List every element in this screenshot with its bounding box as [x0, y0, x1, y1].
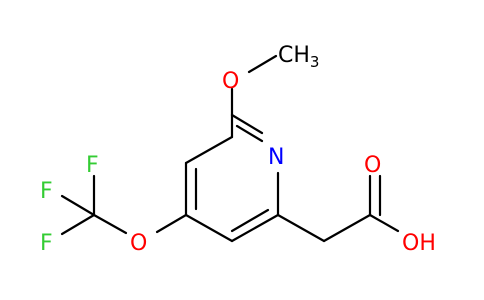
atom-methoxy-oxygen: O: [222, 69, 239, 94]
atom-labels: CH3 O N O OH O F F F: [40, 43, 436, 256]
atom-fluorine-left: F: [40, 179, 53, 204]
bond-cf3-f-left: [60, 194, 96, 217]
bond-c3-c4: [184, 213, 234, 243]
atom-hydroxyl: OH: [402, 231, 436, 256]
bond-c2-c3-inner: [230, 208, 270, 233]
atom-methyl: CH3: [278, 43, 319, 71]
bond-c2-ch2: [276, 213, 326, 243]
bond-c6-nitrogen: [230, 113, 264, 135]
bonds: [60, 54, 400, 243]
atom-fluorine-bottom: F: [40, 231, 53, 256]
bond-c5-c6: [184, 135, 234, 165]
bond-cf3-f-bottom: [60, 213, 96, 236]
atom-carbonyl-oxygen: O: [364, 153, 381, 178]
bond-methyl-oxygen: [247, 54, 278, 74]
bond-c6-nitrogen-inner: [235, 124, 264, 143]
atom-fluorine-top: F: [86, 153, 99, 178]
atom-ether-oxygen: O: [130, 231, 147, 256]
bond-c2-c3: [230, 213, 280, 243]
bond-ch2-carboxyl: [322, 213, 372, 243]
bond-ether-oxygen-cf3: [92, 213, 128, 235]
bond-carboxyl-hydroxyl: [368, 213, 400, 233]
bond-c4-ether-oxygen: [155, 213, 188, 234]
atom-ring-nitrogen: N: [268, 145, 284, 170]
